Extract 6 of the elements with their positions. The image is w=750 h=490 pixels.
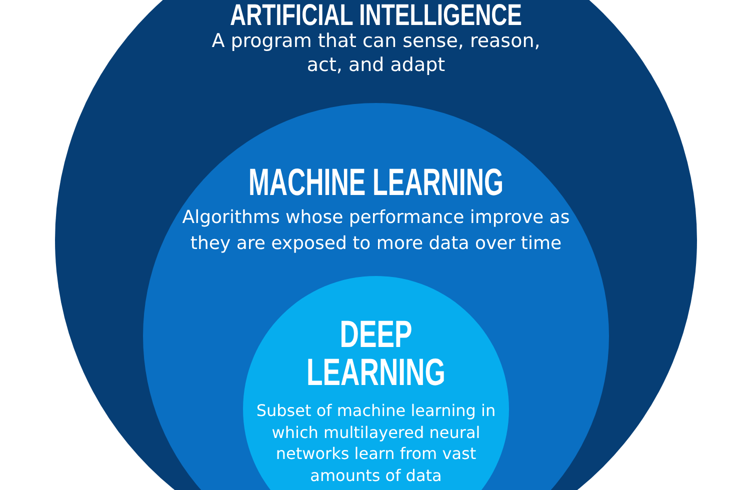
- circle-heading: DEEP LEARNING: [306, 316, 446, 392]
- circle-description: Subset of machine learning in which multilayered neural networks learn from vast amounts of data: [255, 400, 497, 486]
- circle-description: A program that can sense, reason, act, and adapt: [210, 29, 542, 77]
- circle-heading: ARTIFICIAL INTELLIGENCE: [230, 1, 522, 31]
- circle-heading: MACHINE LEARNING: [248, 163, 504, 203]
- circle-description: Algorithms whose performance improve as they are exposed to more data over time: [181, 206, 571, 256]
